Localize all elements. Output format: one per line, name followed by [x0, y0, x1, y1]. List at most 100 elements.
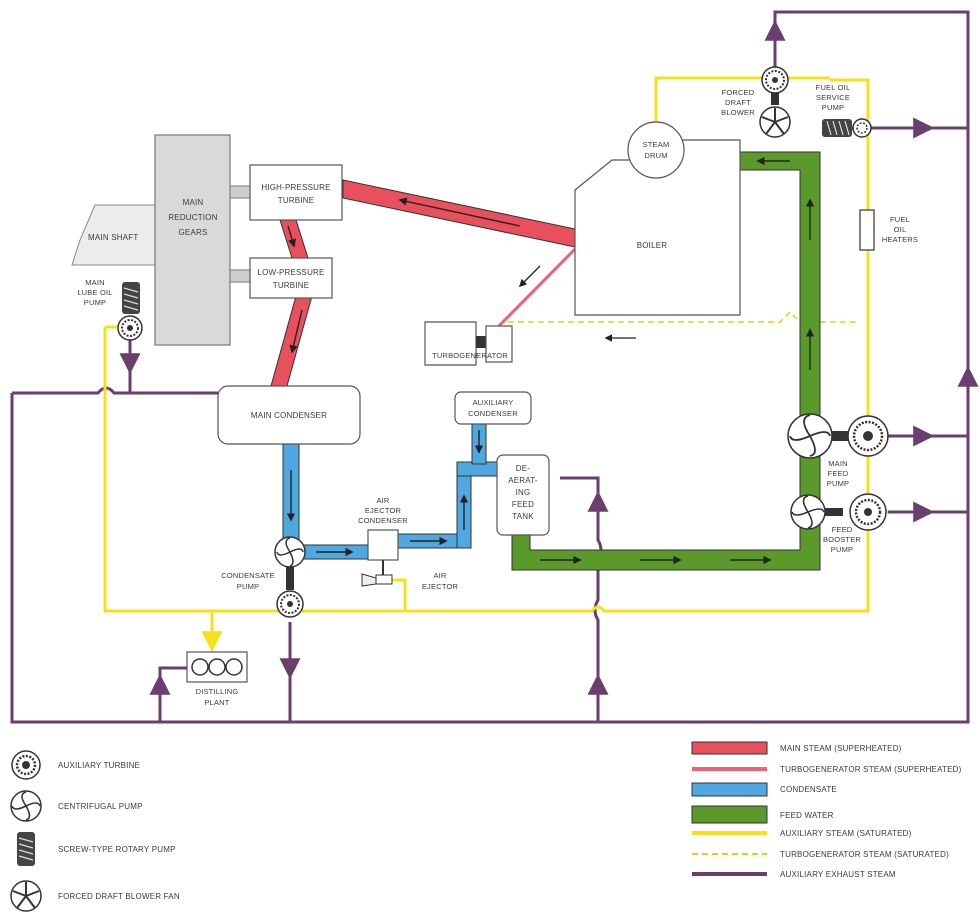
ae-condenser-line-3: CONDENSER: [358, 516, 408, 525]
deaerating-line-4: FEED: [512, 500, 534, 509]
ae-condenser-line-1: AIR: [376, 496, 389, 505]
lube-oil-pump-line-2: LUBE OIL: [77, 288, 112, 297]
blower-line-1: FORCED: [722, 88, 755, 97]
lube-oil-pump-line-1: MAIN: [85, 278, 105, 287]
booster-aux-turbine-icon: [849, 493, 887, 531]
centrifugal-pump-icon: [10, 790, 42, 822]
booster-centrifugal-pump-icon: [790, 494, 826, 530]
main-feed-pump-line-2: FEED: [828, 469, 849, 478]
ae-condenser-line-2: EJECTOR: [365, 506, 402, 515]
deaerating-line-3: ING: [516, 488, 531, 497]
legend-swatch-main-steam: [691, 741, 768, 755]
legend-swatch-condensate: [691, 782, 768, 797]
legend-line-label-1: MAIN STEAM (SUPERHEATED): [780, 744, 902, 753]
forced-draft-blower: FORCED DRAFT BLOWER: [721, 66, 791, 138]
legend-line-label-4: FEED WATER: [780, 811, 834, 820]
blower-fan-icon: [759, 106, 791, 138]
feed-booster-line-1: FEED: [832, 525, 853, 534]
lube-oil-screw-pump-icon: [122, 282, 140, 314]
air-ejector: AIR EJECTOR: [361, 560, 459, 591]
feed-booster-pump: FEED BOOSTER PUMP: [790, 493, 887, 554]
distilling-plant-line-2: PLANT: [204, 698, 229, 707]
legend-symbol-label-4: FORCED DRAFT BLOWER FAN: [58, 892, 180, 901]
main-steam-lines: [270, 179, 576, 387]
fo-heaters-line-3: HEATERS: [882, 235, 918, 244]
fuel-oil-aux-turbine-icon: [852, 118, 872, 138]
turbogenerator-label: TURBOGENERATOR: [432, 351, 508, 360]
main-feed-pump-line-1: MAIN: [828, 459, 848, 468]
lp-turbine-line-1: LOW-PRESSURE: [257, 268, 324, 277]
aux-condenser-line-1: AUXILIARY: [473, 398, 514, 407]
fo-service-pump-line-3: PUMP: [822, 103, 844, 112]
main-feed-pump: MAIN FEED PUMP: [787, 413, 889, 488]
auxiliary-turbine-icon: [11, 750, 41, 780]
distilling-plant-line-1: DISTILLING: [196, 687, 239, 696]
main-lube-oil-pump: MAIN LUBE OIL PUMP: [77, 278, 143, 341]
distilling-plant: DISTILLING PLANT: [186, 651, 248, 707]
condensate-pump-line-1: CONDENSATE: [221, 571, 275, 580]
low-pressure-turbine: LOW-PRESSURE TURBINE: [249, 257, 333, 299]
turbogenerator-steam-superheated-line: [490, 247, 636, 342]
main-condenser-label: MAIN CONDENSER: [251, 411, 327, 420]
fuel-oil-screw-pump-icon: [822, 119, 852, 137]
fo-heaters-line-1: FUEL: [890, 215, 910, 224]
fo-heaters-line-2: OIL: [894, 225, 907, 234]
fuel-oil-service-pump: FUEL OIL SERVICE PUMP: [816, 83, 872, 138]
legend-line-label-6: TURBOGENERATOR STEAM (SATURATED): [780, 850, 949, 859]
high-pressure-turbine: HIGH-PRESSURE TURBINE: [249, 164, 343, 221]
boiler-label: BOILER: [637, 241, 668, 250]
steam-drum: STEAM DRUM: [627, 121, 685, 179]
screw-type-rotary-pump-icon: [17, 832, 35, 866]
exhaust-arrows: [119, 19, 979, 700]
legend-line-label-5: AUXILIARY STEAM (SATURATED): [780, 829, 912, 838]
reduction-gears-line-2: REDUCTION: [168, 213, 217, 222]
steam-drum-line-2: DRUM: [644, 151, 667, 160]
deaerating-feed-tank: DE- AERAT- ING FEED TANK: [496, 454, 550, 536]
main-shaft: MAIN SHAFT: [71, 204, 156, 266]
legend-line-label-3: CONDENSATE: [780, 785, 837, 794]
main-feed-centrifugal-pump-icon: [787, 413, 833, 459]
lube-oil-pump-line-3: PUMP: [84, 298, 106, 307]
condensate-pump: CONDENSATE PUMP: [221, 536, 306, 618]
main-feed-aux-turbine-icon: [847, 415, 889, 457]
fuel-oil-heaters: FUEL OIL HEATERS: [859, 209, 918, 251]
reduction-gears-line-1: MAIN: [183, 198, 204, 207]
air-ejector-condenser: AIR EJECTOR CONDENSER: [358, 496, 408, 561]
legend-symbol-label-3: SCREW-TYPE ROTARY PUMP: [58, 845, 176, 854]
turbogenerator: TURBOGENERATOR: [424, 321, 513, 366]
reduction-gears-line-3: GEARS: [178, 228, 207, 237]
blower-line-3: BLOWER: [721, 108, 755, 117]
forced-draft-blower-fan-icon: [10, 880, 42, 912]
line-legend: MAIN STEAM (SUPERHEATED) TURBOGENERATOR …: [691, 741, 962, 879]
deaerating-line-5: TANK: [512, 512, 534, 521]
steam-drum-line-1: STEAM: [643, 140, 670, 149]
fo-service-pump-line-2: SERVICE: [816, 93, 850, 102]
lube-oil-aux-turbine-icon: [117, 315, 143, 341]
aux-condenser-line-2: CONDENSER: [468, 409, 518, 418]
boiler: BOILER STEAM DRUM: [574, 121, 741, 316]
feed-booster-line-2: BOOSTER: [823, 535, 861, 544]
legend-symbol-label-2: CENTRIFUGAL PUMP: [58, 802, 143, 811]
main-shaft-label: MAIN SHAFT: [88, 233, 138, 242]
feed-booster-line-3: PUMP: [831, 545, 853, 554]
deaerating-line-1: DE-: [516, 464, 531, 473]
auxiliary-exhaust-steam-lines: [10, 10, 970, 724]
condensate-centrifugal-pump-icon: [274, 536, 306, 568]
main-reduction-gears: MAIN REDUCTION GEARS: [154, 134, 251, 346]
air-ejector-line-2: EJECTOR: [422, 582, 459, 591]
main-feed-pump-line-3: PUMP: [827, 479, 849, 488]
deaerating-line-2: AERAT-: [508, 476, 538, 485]
symbol-legend: AUXILIARY TURBINE CENTRIFUGAL PUMP SCREW…: [10, 750, 180, 912]
fo-service-pump-line-1: FUEL OIL: [816, 83, 851, 92]
legend-symbol-label-1: AUXILIARY TURBINE: [58, 761, 140, 770]
hp-turbine-line-2: TURBINE: [278, 196, 315, 205]
auxiliary-condenser: AUXILIARY CONDENSER: [454, 391, 532, 425]
condensate-pump-line-2: PUMP: [237, 582, 259, 591]
blower-line-2: DRAFT: [725, 98, 751, 107]
lp-turbine-line-2: TURBINE: [273, 281, 310, 290]
legend-line-label-2: TURBOGENERATOR STEAM (SUPERHEATED): [780, 765, 962, 774]
legend-line-label-7: AUXILIARY EXHAUST STEAM: [780, 870, 896, 879]
hp-turbine-line-1: HIGH-PRESSURE: [261, 183, 330, 192]
condensate-aux-turbine-icon: [276, 590, 304, 618]
